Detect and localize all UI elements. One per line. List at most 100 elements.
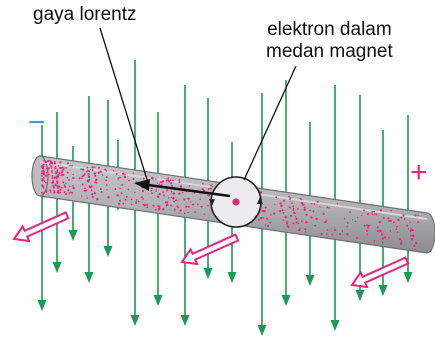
charge-dot xyxy=(392,221,395,224)
wire-end-cap xyxy=(31,155,49,197)
charge-dot xyxy=(51,176,54,179)
lorentz-force-arrowhead-icon xyxy=(134,179,150,191)
charge-dot xyxy=(65,167,67,169)
charge-dot xyxy=(300,201,304,205)
charge-dot xyxy=(53,162,57,165)
charge-dot xyxy=(178,192,181,195)
charge-dot xyxy=(388,219,391,222)
charge-dot xyxy=(259,217,263,220)
charge-dot xyxy=(48,159,51,162)
negative-terminal-sign: − xyxy=(28,106,46,139)
charge-dot xyxy=(101,174,104,176)
charge-dot xyxy=(273,212,276,215)
charge-dot xyxy=(89,169,92,171)
charge-dot xyxy=(178,179,181,181)
field-arrow xyxy=(103,100,113,257)
charge-dot xyxy=(115,172,118,175)
charge-dot xyxy=(85,189,88,192)
charge-dot xyxy=(380,231,382,233)
charge-dot xyxy=(50,167,53,169)
charge-dot xyxy=(328,207,330,209)
charge-dot xyxy=(367,226,369,229)
charge-dot xyxy=(123,175,127,179)
charge-dot xyxy=(402,214,405,217)
charge-dot xyxy=(71,191,74,194)
charge-dot xyxy=(409,234,412,237)
charge-dot xyxy=(91,193,94,196)
current-arrow-icon xyxy=(350,256,410,289)
charge-dot xyxy=(142,177,145,180)
charge-dot xyxy=(283,199,286,202)
charge-dot xyxy=(50,165,53,168)
charge-dot xyxy=(411,228,414,232)
charge-dot xyxy=(415,242,418,245)
charge-dot xyxy=(270,213,272,216)
charge-dot xyxy=(310,216,313,219)
charge-dot xyxy=(169,179,172,182)
charge-dot xyxy=(407,228,410,230)
charge-dot xyxy=(68,192,71,194)
charge-dot xyxy=(299,198,302,200)
charge-dot xyxy=(292,209,295,211)
charge-dot xyxy=(303,206,306,209)
charge-dot xyxy=(410,238,414,241)
charge-dot xyxy=(87,175,91,178)
charge-dot xyxy=(170,196,173,199)
charge-dot xyxy=(349,211,351,213)
charge-dot xyxy=(44,174,48,177)
field-arrowhead-icon xyxy=(403,272,413,283)
electron-dot xyxy=(232,198,240,206)
field-arrow xyxy=(180,85,190,326)
charge-dot xyxy=(412,235,415,238)
charge-dot xyxy=(303,208,306,211)
charge-dot xyxy=(81,195,83,197)
charge-dot xyxy=(162,191,165,193)
charge-dot xyxy=(188,185,191,187)
electron-label-line1: elektron dalam xyxy=(267,19,392,40)
field-arrow xyxy=(84,96,94,283)
charge-dot xyxy=(193,192,196,194)
charge-dot xyxy=(414,214,417,217)
charge-dot xyxy=(410,227,412,230)
charge-dot xyxy=(346,225,348,228)
charge-dot xyxy=(104,168,107,171)
charge-dot xyxy=(172,179,174,182)
field-arrowhead-icon xyxy=(130,315,140,326)
charge-dot xyxy=(288,195,290,198)
charge-dot xyxy=(343,218,346,220)
electron-label: elektron dalam medan magnet xyxy=(266,19,393,63)
charge-dot xyxy=(371,213,374,216)
charge-dot xyxy=(298,229,301,232)
charge-dot xyxy=(117,177,120,180)
field-arrowhead-icon xyxy=(37,300,47,311)
charge-dot xyxy=(413,245,416,247)
charge-dot xyxy=(41,167,45,170)
charge-dot xyxy=(211,185,214,188)
charge-dot xyxy=(66,176,69,179)
charge-dot xyxy=(183,212,186,215)
charge-dot xyxy=(125,195,128,198)
charge-dot xyxy=(299,227,301,230)
charge-dot xyxy=(53,191,56,194)
charge-dot xyxy=(105,179,107,182)
charge-dot xyxy=(322,212,325,215)
charge-dot xyxy=(331,233,334,236)
charge-dot xyxy=(361,214,363,217)
charge-dot xyxy=(52,180,54,182)
charge-dot xyxy=(122,172,125,176)
charge-dot xyxy=(336,203,339,205)
charge-dot xyxy=(55,175,58,178)
charge-dot xyxy=(49,191,52,193)
charge-dot xyxy=(81,168,85,171)
charge-dot xyxy=(134,191,136,194)
charge-dot xyxy=(401,240,403,243)
charge-dot xyxy=(57,173,60,177)
charge-dot xyxy=(143,204,146,207)
charge-dot xyxy=(127,188,130,191)
charge-dot xyxy=(279,202,282,205)
charge-dot xyxy=(46,160,50,163)
charge-dot xyxy=(300,220,303,222)
charge-dot xyxy=(86,197,89,199)
charge-dot xyxy=(152,204,155,207)
charge-dot xyxy=(98,166,100,169)
